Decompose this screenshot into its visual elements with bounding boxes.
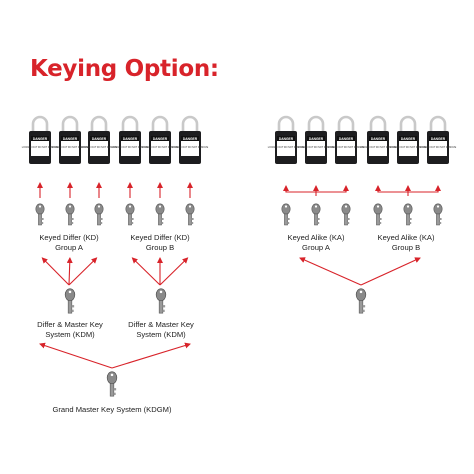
master-key-icon [355, 288, 367, 314]
key-icon [35, 203, 45, 226]
label-kdm-a-line1: Differ & Master Key [37, 320, 103, 329]
key-icon [311, 203, 321, 226]
arrow-master-to-key [66, 257, 73, 286]
key-icon [341, 203, 351, 226]
key-icon [185, 203, 195, 226]
label-kd-group-b: Keyed Differ (KD) Group B [130, 233, 189, 252]
lock-tag-body: LOCKED OUT DO NOT REMOVE [22, 146, 59, 149]
lock-tag-body: LOCKED OUT DO NOT REMOVE [112, 146, 149, 149]
lock-tag-header: DANGER [183, 137, 198, 141]
label-ka-group-a: Keyed Alike (KA) Group A [288, 233, 345, 252]
label-kdm-b-line1: Differ & Master Key [128, 320, 194, 329]
master-key-icon [64, 288, 76, 314]
arrow-grand-to-master-a [39, 342, 113, 369]
key-icon [65, 203, 75, 226]
key-icon [433, 203, 443, 226]
key-icon [125, 203, 135, 226]
title: Keying Option: [30, 56, 219, 82]
lock-tag-body: LOCKED OUT DO NOT REMOVE [268, 146, 305, 149]
padlock-icon: DANGER LOCKED OUT DO NOT REMOVE [268, 115, 305, 164]
lock-tag-body: LOCKED OUT DO NOT REMOVE [298, 146, 335, 149]
label-kd-group-a-line1: Keyed Differ (KD) [39, 233, 99, 242]
lock-tag-header: DANGER [63, 137, 78, 141]
lock-tag-body: LOCKED OUT DO NOT REMOVE [142, 146, 179, 149]
padlock-icon: DANGER LOCKED OUT DO NOT REMOVE [360, 115, 397, 164]
label-kdm-b-line2: System (KDM) [136, 329, 186, 339]
lock-tag-body: LOCKED OUT DO NOT REMOVE [52, 146, 89, 149]
master-key-icon [155, 288, 167, 314]
label-ka-group-a-line2: Group A [302, 242, 330, 252]
label-kdm-a: Differ & Master Key System (KDM) [37, 320, 103, 339]
lock-tag-header: DANGER [279, 137, 294, 141]
lock-tag-header: DANGER [401, 137, 416, 141]
label-kd-group-b-line1: Keyed Differ (KD) [130, 233, 190, 242]
label-kdgm-line1: Grand Master Key System (KDGM) [52, 405, 172, 414]
lock-tag-body: LOCKED OUT DO NOT REMOVE [420, 146, 457, 149]
label-ka-group-a-line1: Keyed Alike (KA) [287, 233, 345, 242]
padlock-icon: DANGER LOCKED OUT DO NOT REMOVE [172, 115, 209, 164]
key-icon [281, 203, 291, 226]
key-icon [155, 203, 165, 226]
lock-tag-header: DANGER [123, 137, 138, 141]
label-kdm-a-line2: System (KDM) [45, 329, 95, 339]
arrow-master-to-key [159, 257, 189, 286]
lock-tag-header: DANGER [33, 137, 48, 141]
padlock-icon: DANGER LOCKED OUT DO NOT REMOVE [328, 115, 365, 164]
arrow-ka-master-to-a [299, 257, 362, 286]
padlock-icon: DANGER LOCKED OUT DO NOT REMOVE [298, 115, 335, 164]
arrow-master-to-key [68, 257, 98, 286]
padlock-icon: DANGER LOCKED OUT DO NOT REMOVE [81, 115, 118, 164]
label-kd-group-a: Keyed Differ (KD) Group A [39, 233, 98, 252]
label-kd-group-a-line2: Group A [55, 242, 83, 252]
key-icon [403, 203, 413, 226]
label-ka-group-b-line2: Group B [391, 242, 421, 252]
label-ka-group-b-line1: Keyed Alike (KA) [377, 233, 435, 242]
lock-tag-header: DANGER [339, 137, 354, 141]
grand-master-key-icon [106, 371, 118, 397]
lock-tag-body: LOCKED OUT DO NOT REMOVE [81, 146, 118, 149]
padlock-icon: DANGER LOCKED OUT DO NOT REMOVE [112, 115, 149, 164]
lock-tag-header: DANGER [371, 137, 386, 141]
label-ka-group-b: Keyed Alike (KA) Group B [378, 233, 435, 252]
arrow-master-to-key [41, 257, 70, 286]
padlock-icon: DANGER LOCKED OUT DO NOT REMOVE [52, 115, 89, 164]
padlock-icon: DANGER LOCKED OUT DO NOT REMOVE [420, 115, 457, 164]
padlock-icon: DANGER LOCKED OUT DO NOT REMOVE [142, 115, 179, 164]
label-kdgm: Grand Master Key System (KDGM) [53, 405, 172, 415]
padlock-icon: DANGER LOCKED OUT DO NOT REMOVE [22, 115, 59, 164]
key-icon [373, 203, 383, 226]
lock-tag-body: LOCKED OUT DO NOT REMOVE [390, 146, 427, 149]
label-kdm-b: Differ & Master Key System (KDM) [128, 320, 194, 339]
key-icon [94, 203, 104, 226]
arrow-master-to-key [131, 257, 161, 286]
lock-tag-header: DANGER [153, 137, 168, 141]
lock-tag-body: LOCKED OUT DO NOT REMOVE [360, 146, 397, 149]
label-kd-group-b-line2: Group B [145, 242, 175, 252]
padlock-icon: DANGER LOCKED OUT DO NOT REMOVE [390, 115, 427, 164]
lock-tag-header: DANGER [92, 137, 107, 141]
lock-tag-header: DANGER [431, 137, 446, 141]
lock-tag-body: LOCKED OUT DO NOT REMOVE [172, 146, 209, 149]
arrow-grand-to-master-b [111, 342, 191, 369]
lock-tag-header: DANGER [309, 137, 324, 141]
lock-tag-body: LOCKED OUT DO NOT REMOVE [328, 146, 365, 149]
arrow-ka-master-to-b [360, 257, 421, 286]
